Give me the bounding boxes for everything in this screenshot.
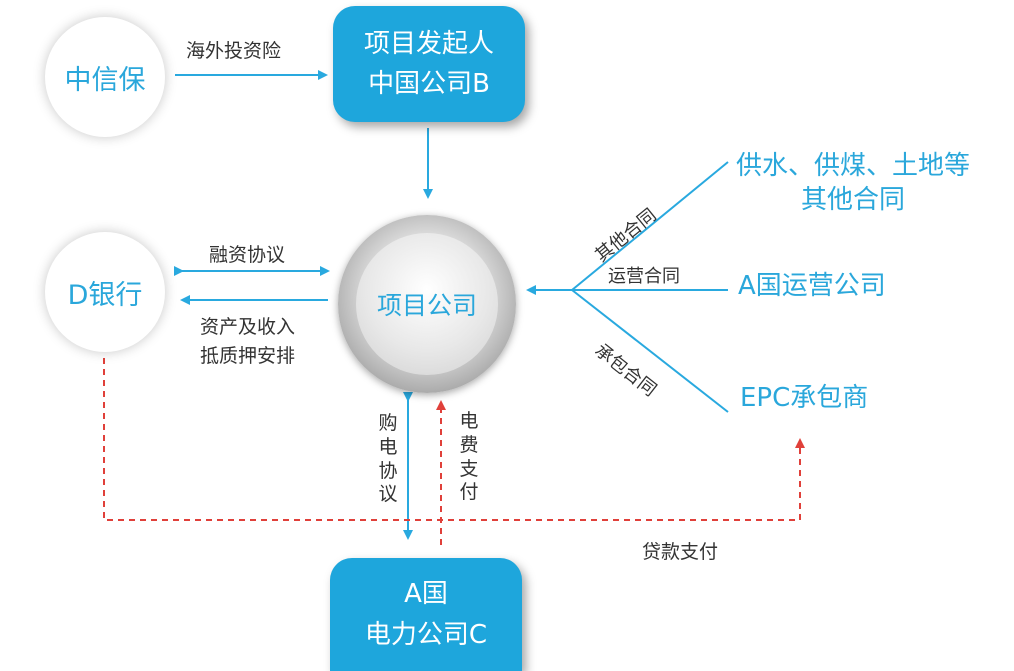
label-loan-payment: 贷款支付 [642,541,719,563]
label-overseas-insurance: 海外投资险 [186,40,282,62]
node-epc: EPC承包商 [740,383,869,413]
node-project-company: 项目公司 [338,215,516,393]
node-power-line2: 电力公司C [364,619,488,650]
node-sponsor: 项目发起人 中国公司B [333,6,525,122]
label-ppa: 购电协议 [378,412,398,506]
label-pledge-line2: 抵质押安排 [200,345,296,367]
node-zhongxinbao: 中信保 [45,17,165,137]
label-financing-agreement: 融资协议 [209,244,286,266]
node-power-line1: A国 [404,579,448,610]
line-epc-contract [571,289,729,413]
node-power-company: A国 电力公司C [330,558,522,671]
node-sponsor-line1: 项目发起人 [363,28,494,59]
node-other-contracts-line1: 供水、供煤、土地等 [736,151,971,181]
node-sponsor-line2: 中国公司B [368,69,490,99]
line-other-contract [571,161,729,291]
label-operation-contract: 运营合同 [608,266,680,287]
node-project-company-inner: 项目公司 [356,233,498,375]
label-pledge-line1: 资产及收入 [200,316,296,338]
node-operator: A国运营公司 [738,271,886,301]
label-power-payment: 电费支付 [459,410,479,504]
node-bank-label: D银行 [67,279,143,311]
node-other-contracts-line2: 其他合同 [801,184,906,215]
node-zhongxinbao-label: 中信保 [64,64,146,96]
node-bank: D银行 [45,232,165,352]
arrow-loan-payment [103,358,805,521]
node-other-contracts: 供水、供煤、土地等 其他合同 [736,150,970,218]
node-project-company-label: 项目公司 [376,291,477,320]
